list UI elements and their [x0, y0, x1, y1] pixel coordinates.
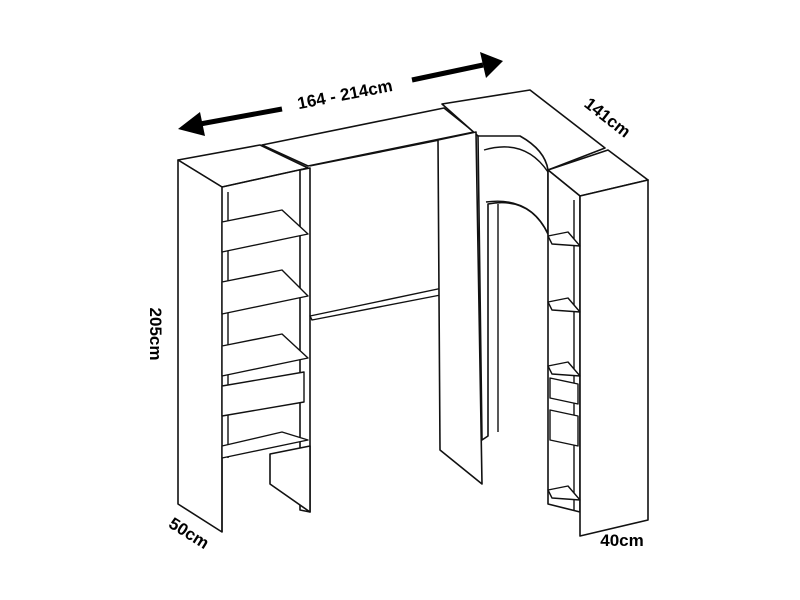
width-arrow-left-shaft [199, 106, 283, 127]
width-range-label: 164 - 214cm [296, 76, 394, 113]
left-tower-outer-side [177, 159, 223, 533]
right-tower-inner-side [547, 169, 581, 513]
width-dimension-arrow [178, 52, 503, 136]
middle-section [309, 131, 483, 485]
corner-back-panel [477, 135, 549, 441]
height-label: 205cm [146, 308, 165, 361]
right-drawer-1 [549, 377, 579, 405]
width-arrow-right-shaft [411, 62, 484, 83]
right-tower-front [579, 179, 649, 537]
left-shelf-3 [221, 333, 309, 377]
right-depth-label: 40cm [600, 531, 643, 550]
right-tower [547, 169, 649, 537]
hanging-rail [309, 285, 457, 321]
left-shelf-2 [221, 269, 309, 315]
corner-section [477, 135, 549, 441]
left-shelf-1 [221, 209, 309, 253]
left-shelf-4 [221, 431, 309, 459]
right-shelf-1 [547, 231, 581, 247]
width-arrow-left-head [178, 112, 205, 136]
right-drawer-2 [549, 409, 579, 447]
right-shelf-3 [547, 361, 581, 377]
left-tower [177, 159, 311, 533]
side-depth-label: 141cm [581, 94, 634, 142]
top-panels [177, 89, 649, 197]
left-drawer [221, 371, 305, 417]
right-shelf-2 [547, 297, 581, 313]
middle-divider-panel [437, 131, 483, 485]
left-tower-lower-panel [269, 445, 311, 513]
width-arrow-right-head [480, 52, 503, 78]
right-shelf-4 [547, 485, 581, 501]
